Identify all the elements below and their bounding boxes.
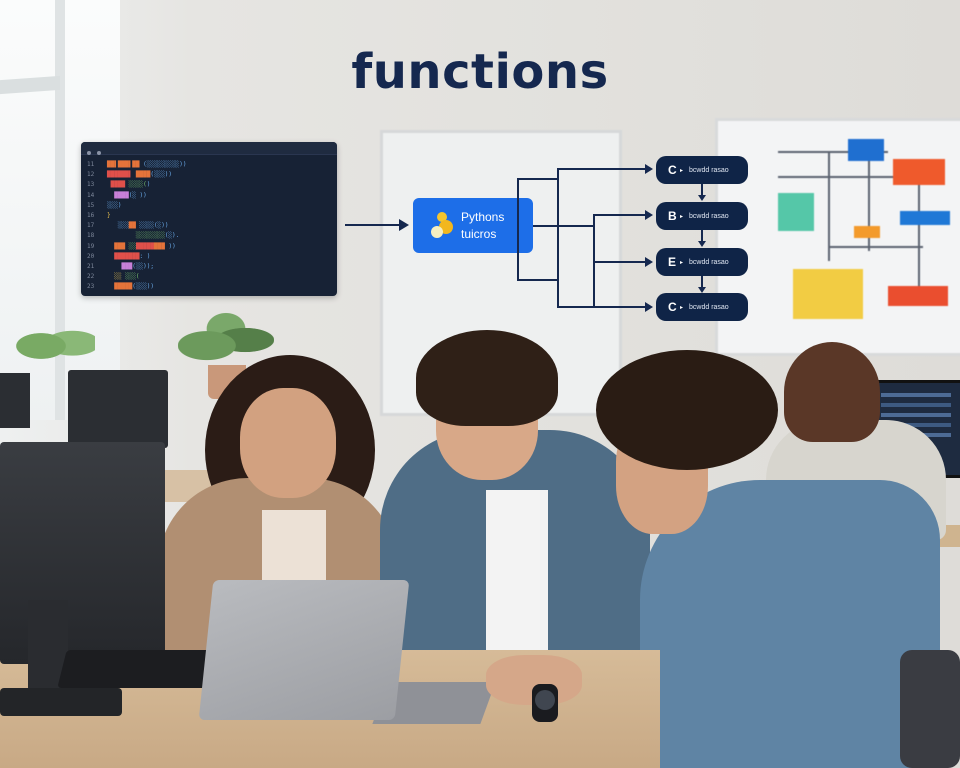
node-letter: B — [668, 209, 677, 223]
connector — [517, 279, 557, 281]
foreground-monitor-back — [0, 442, 165, 664]
person-right-body — [640, 480, 940, 768]
arrow-head-icon — [645, 210, 653, 220]
wb-connector — [778, 151, 888, 153]
window-frame — [55, 0, 65, 420]
wb-box-amber — [854, 226, 880, 238]
background-person-hair — [784, 342, 880, 442]
line-number: 22 — [87, 273, 95, 281]
line-number: 17 — [87, 222, 95, 230]
node-letter: E — [668, 255, 677, 269]
wb-connector — [828, 246, 923, 248]
node-letter: C — [668, 163, 677, 177]
office-chair — [900, 650, 960, 768]
flow-arrow-line — [345, 224, 401, 226]
connector — [701, 230, 703, 242]
line-number: 19 — [87, 242, 95, 250]
arrow-head-icon — [399, 219, 409, 231]
line-numbers: 11 12 13 14 15 16 17 18 19 20 21 22 23 — [87, 160, 101, 293]
code-lines — [881, 393, 951, 397]
plant-leaves — [178, 312, 274, 368]
editor-titlebar — [81, 142, 337, 155]
person-center-hair — [416, 330, 558, 426]
line-number: 14 — [87, 191, 95, 199]
line-number: 11 — [87, 161, 95, 168]
connector — [557, 168, 647, 170]
wb-connector — [778, 176, 898, 178]
arrow-head-icon — [645, 257, 653, 267]
line-number: 18 — [87, 232, 95, 240]
wb-connector — [828, 151, 830, 261]
node-label: bcwdd rasao — [689, 258, 729, 266]
background-monitor — [0, 373, 30, 428]
function-node-2: B▸ bcwdd rasao — [656, 202, 748, 230]
function-node-1: C▸ bcwdd rasao — [656, 156, 748, 184]
line-number: 15 — [87, 201, 95, 209]
line-number: 23 — [87, 283, 95, 291]
wb-connector — [918, 181, 920, 291]
window-dot — [97, 151, 101, 155]
arrow-down-icon — [698, 241, 706, 247]
code-editor-panel: 11 12 13 14 15 16 17 18 19 20 21 22 23 █… — [81, 142, 337, 296]
connector — [701, 276, 703, 288]
line-number: 16 — [87, 212, 95, 220]
line-number: 13 — [87, 181, 95, 189]
connector — [517, 178, 557, 180]
node-label: bcwdd rasao — [689, 303, 729, 311]
window-dot — [87, 151, 91, 155]
line-number: 20 — [87, 252, 95, 260]
python-box-line2: tuicros — [461, 227, 497, 241]
function-node-4: C▸ bcwdd rasao — [656, 293, 748, 321]
arrow-head-icon — [645, 164, 653, 174]
arrow-down-icon — [698, 287, 706, 293]
line-number: 12 — [87, 171, 95, 179]
function-node-3: E▸ bcwdd rasao — [656, 248, 748, 276]
wb-box-teal — [778, 193, 814, 231]
arrow-head-icon — [645, 302, 653, 312]
person-right-hair — [596, 350, 778, 470]
wb-box-blue — [848, 139, 884, 161]
connector — [593, 261, 647, 263]
connector — [557, 306, 647, 308]
wb-box-red — [888, 286, 948, 306]
background-monitor — [68, 370, 168, 448]
person-left-face — [240, 388, 336, 498]
wb-box-orange — [893, 159, 945, 185]
connector — [593, 214, 647, 216]
node-letter: C — [668, 300, 677, 314]
connector — [517, 178, 519, 280]
python-logo-icon — [431, 212, 455, 240]
connector — [533, 225, 595, 227]
whiteboard-flowchart — [715, 118, 960, 356]
wb-box-yellow — [793, 269, 863, 319]
watch-icon — [535, 690, 555, 710]
monitor-base — [0, 688, 122, 716]
node-label: bcwdd rasao — [689, 212, 729, 220]
line-number: 21 — [87, 263, 95, 271]
laptop-lid — [198, 580, 410, 720]
plant — [5, 318, 95, 374]
python-box-label: Pythons tuicros — [461, 209, 504, 243]
arrow-down-icon — [698, 195, 706, 201]
node-label: bcwdd rasao — [689, 166, 729, 174]
connector — [701, 184, 703, 196]
wb-connector — [868, 151, 870, 251]
headline-title: functions — [351, 44, 609, 100]
python-function-box: Pythons tuicros — [413, 198, 533, 253]
connector — [557, 168, 559, 308]
wb-box-blue-2 — [900, 211, 950, 225]
python-box-line1: Pythons — [461, 210, 505, 224]
code-block: ██▌███▌██ (░░░░░░░░░)) ██████▌ ████(░░░)… — [107, 161, 187, 291]
person-center-shirt — [486, 490, 548, 660]
